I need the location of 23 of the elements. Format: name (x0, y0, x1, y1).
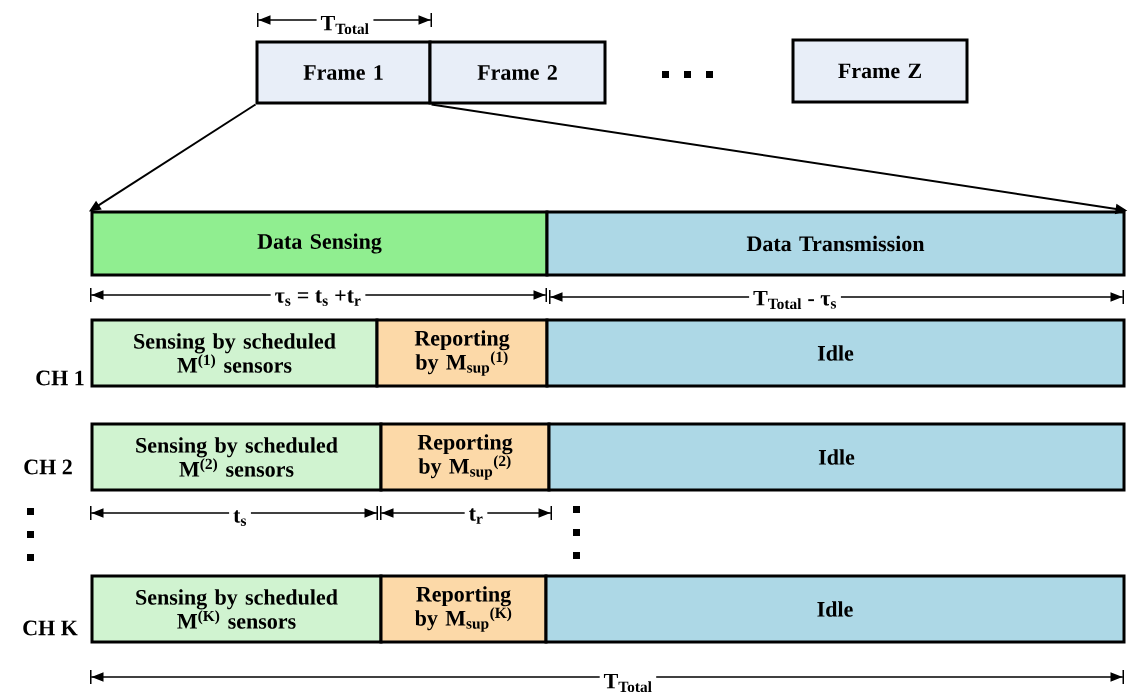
reporting-slot: Reporting by M$_{sup}$(1) (375, 318, 549, 388)
dimension-label: T$_{Total}$ (316, 11, 374, 39)
channel-label: CH K (18, 616, 82, 640)
idle-slot: Idle (547, 422, 1126, 492)
frame-box: Frame 1 (255, 40, 432, 105)
reporting-slot: Reporting by M$_{sup}$(K) (379, 574, 548, 644)
sensing-slot: Sensing by scheduled M$^{(1)}$ sensors (90, 318, 379, 388)
channel-label: CH 2 (19, 455, 77, 479)
dimension-label: t$_{r}$ (464, 504, 488, 528)
dimension-label: T$_{Total}$ (599, 669, 657, 695)
reporting-slot: Reporting by M$_{sup}$(2) (379, 422, 551, 492)
frame-box: Frame Z (791, 38, 969, 104)
dimension-label: τ$_{s}$ = t$_{s}$ +t$_{r}$ (270, 286, 366, 310)
sensing-slot: Sensing by scheduled M$^{(2)}$ sensors (90, 422, 383, 492)
dimension-label: T$_{Total}$ - τ$_{s}$ (749, 286, 841, 314)
channel-label: CH 1 (31, 366, 89, 390)
sensing-slot: Sensing by scheduled M$^{(K)}$ sensors (90, 574, 383, 644)
idle-slot: Idle (544, 574, 1126, 644)
phase-box: Data Sensing (90, 210, 549, 277)
dimension-label: t$_{s}$ (229, 506, 251, 530)
phase-box: Data Transmission (545, 210, 1126, 277)
frame-box: Frame 2 (428, 40, 607, 105)
idle-slot: Idle (545, 318, 1126, 388)
